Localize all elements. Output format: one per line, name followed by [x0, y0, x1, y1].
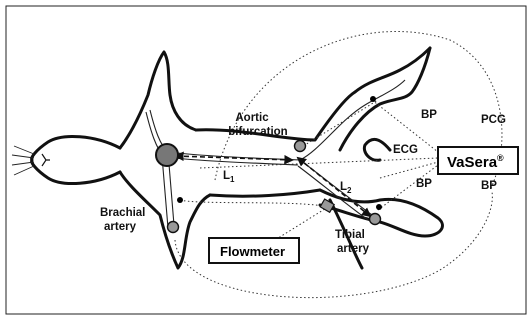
- l1-label: L1: [223, 170, 235, 184]
- bp-label-mid: BP: [416, 178, 432, 190]
- brachial-artery-label: Brachial: [100, 207, 145, 219]
- bp-label-top: BP: [421, 109, 437, 121]
- brachial-artery-sensor: [168, 222, 179, 233]
- ecg-label: ECG: [393, 144, 418, 156]
- brachial-artery-label: artery: [104, 221, 137, 233]
- tibial-artery-sensor: [370, 214, 381, 225]
- vasera-device-box: VaSera®: [438, 147, 518, 174]
- flowmeter-label: Flowmeter: [220, 244, 285, 259]
- tibial-artery-label: artery: [337, 243, 370, 255]
- tibial-artery-label: Tibial: [335, 229, 365, 241]
- pcg-label: PCG: [481, 114, 506, 126]
- ecg-electrode-lower: [177, 197, 183, 203]
- aortic-bifurcation-label: Aortic: [235, 112, 269, 124]
- signal-lines: [180, 100, 438, 240]
- flowmeter-device-box: Flowmeter: [209, 238, 299, 263]
- bp-electrode: [376, 204, 382, 210]
- ecg-electrode-upper: [370, 96, 376, 102]
- l2-label: L2: [340, 181, 352, 195]
- bp-label-right: BP: [481, 180, 497, 192]
- aortic-bifurcation-sensor: [295, 141, 306, 152]
- aortic-bifurcation-label: bifurcation: [228, 126, 287, 138]
- vasera-label: VaSera®: [447, 153, 504, 171]
- heart-marker: [156, 144, 178, 166]
